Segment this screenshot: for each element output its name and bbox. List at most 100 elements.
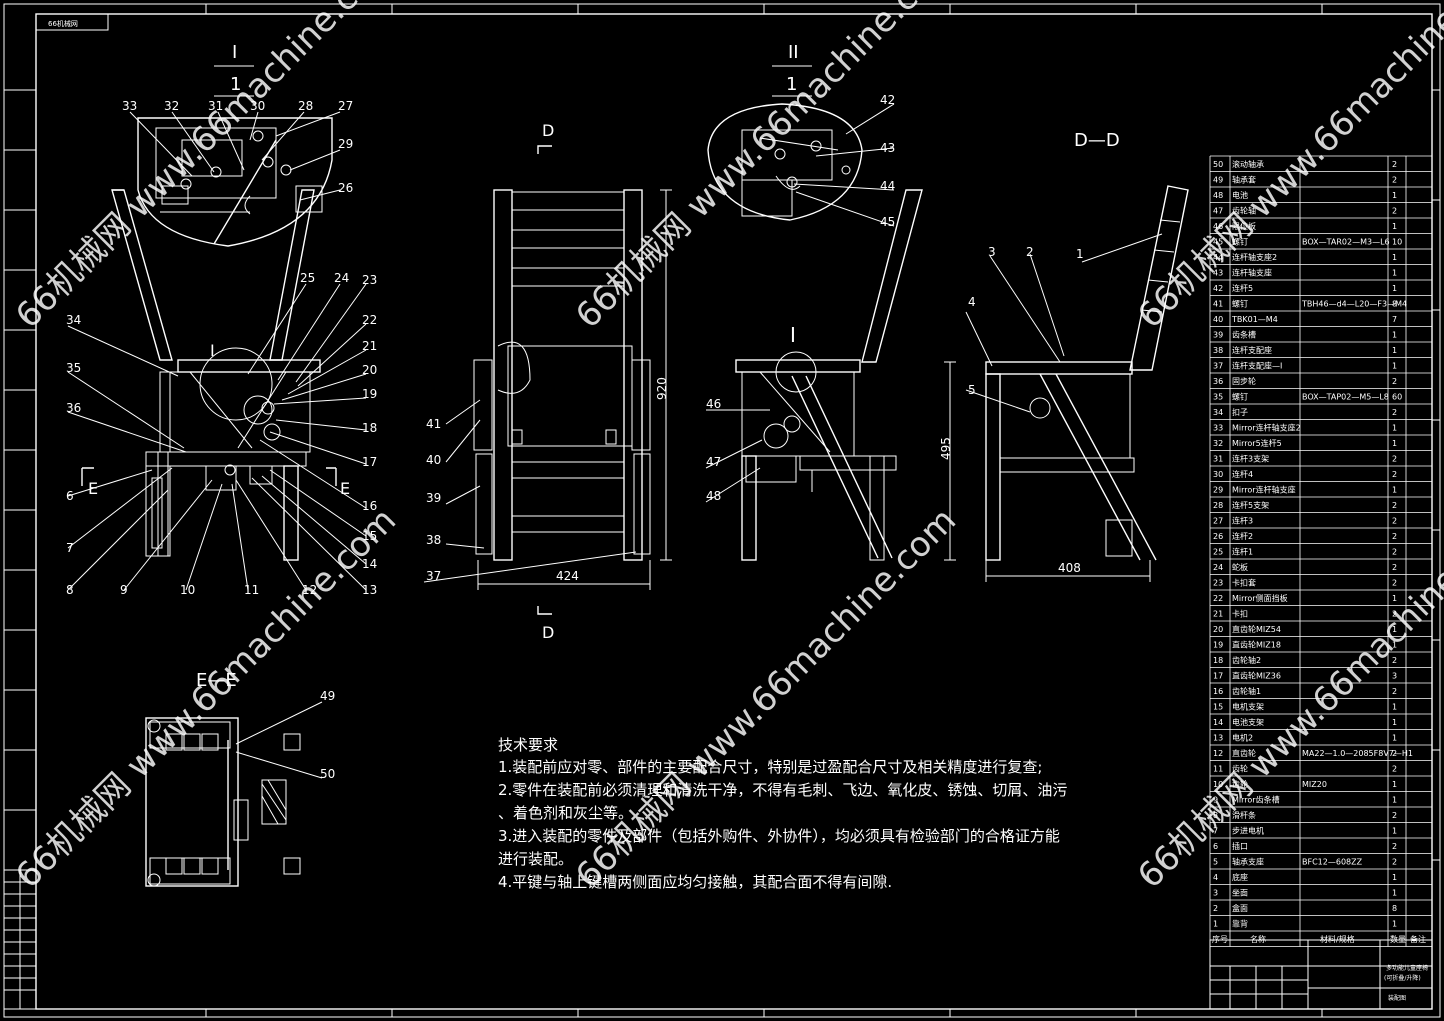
bom-row-qty: 1: [1392, 796, 1397, 805]
balloon-12: 12: [302, 583, 317, 597]
bom-row-name: 轴承支座: [1232, 857, 1264, 867]
balloon-40: 40: [426, 453, 441, 467]
bom-row-qty: 2: [1392, 563, 1397, 572]
balloon-21: 21: [362, 339, 377, 353]
bom-row-no: 50: [1213, 160, 1223, 169]
bom-row-name: 直齿轮MIZ54: [1232, 624, 1281, 634]
bom-row-qty: 1: [1392, 780, 1397, 789]
bom-row-qty: 2: [1392, 160, 1397, 169]
balloon-6: 6: [66, 489, 74, 503]
bom-row-qty: 1: [1392, 625, 1397, 634]
balloon-labels: 33 32 31 30 28 27 29 26 25 24 23 22 21 2…: [66, 93, 1084, 781]
view-DD-title: D—D: [1074, 130, 1120, 151]
balloon-5: 5: [968, 383, 976, 397]
bom-header-qty: 数量: [1390, 934, 1406, 944]
view-II-sub: 1: [786, 74, 797, 95]
bom-row-qty: 2: [1392, 579, 1397, 588]
balloon-10: 10: [180, 583, 195, 597]
bom-row-no: 22: [1213, 594, 1223, 603]
balloon-33: 33: [122, 99, 137, 113]
view-EE-title: E—E: [196, 670, 237, 691]
bom-row-qty: 1: [1392, 284, 1397, 293]
bom-header-remark: 备注: [1410, 934, 1426, 944]
bom-row-name: Mirror连杆轴支座2: [1232, 423, 1301, 433]
bom-row-no: 14: [1213, 718, 1223, 727]
dim-width-408: 408: [1058, 561, 1081, 575]
balloon-32: 32: [164, 99, 179, 113]
bom-row-qty: 2: [1392, 408, 1397, 417]
bom-row-no: 18: [1213, 656, 1223, 665]
balloon-29: 29: [338, 137, 353, 151]
bom-row-no: 43: [1213, 269, 1223, 278]
bom-row-no: 27: [1213, 517, 1223, 526]
bom-row-name: 连杆支配座: [1232, 345, 1272, 355]
bom-header-no: 序号: [1212, 934, 1228, 944]
bom-row-spec: BOX—TAR02—M3—L6: [1302, 238, 1390, 247]
front-view-left: [111, 189, 321, 561]
balloon-38: 38: [426, 533, 441, 547]
bom-row-qty: 10: [1392, 238, 1402, 247]
bom-row-qty: 2: [1392, 207, 1397, 216]
side-view-right: I: [735, 189, 923, 561]
balloon-20: 20: [362, 363, 377, 377]
bom-row-name: 齿轮轴: [1232, 206, 1256, 216]
bom-row-no: 1: [1213, 920, 1218, 929]
bom-row-name: 电池: [1232, 190, 1248, 200]
revision-grid: [3, 869, 37, 1010]
bom-row-qty: 2: [1392, 548, 1397, 557]
bom-row-qty: 2: [1392, 842, 1397, 851]
bom-row-no: 33: [1213, 424, 1223, 433]
title-block-subtitle: (可折叠/升降): [1384, 974, 1421, 982]
bom-row-name: 步进电机: [1232, 826, 1264, 836]
bom-row-name: 齿条槽: [1232, 330, 1256, 340]
balloon-24: 24: [334, 271, 349, 285]
tech-line-6: 4.平键与轴上键槽两侧面应均匀接触，其配合面不得有间隙.: [498, 873, 892, 891]
view-D-D: D—D 495 408: [939, 130, 1189, 582]
bom-row-name: Mirror侧面挡板: [1232, 593, 1288, 603]
bom-row-name: 滚动轴承: [1232, 159, 1264, 169]
balloon-49: 49: [320, 689, 335, 703]
bom-row-name: Mirror5连杆5: [1232, 438, 1282, 448]
bom-row-qty: 1: [1392, 191, 1397, 200]
bom-row-qty: 1: [1392, 703, 1397, 712]
dim-height-495: 495: [939, 437, 953, 460]
dim-width-424: 424: [556, 569, 579, 583]
bom-row-no: 41: [1213, 300, 1223, 309]
bom-row-name: 靠背: [1232, 919, 1248, 929]
bom-row-spec: MA22—1.0—2085F8V7—H1: [1302, 749, 1413, 758]
balloon-14: 14: [362, 557, 377, 571]
bom-row-no: 45: [1213, 238, 1223, 247]
bom-row-no: 26: [1213, 532, 1223, 541]
center-view: D 920 424 D: [473, 121, 672, 642]
view-D-bottom: D: [542, 623, 554, 642]
bom-row-qty: 1: [1392, 424, 1397, 433]
bom-row-no: 28: [1213, 501, 1223, 510]
bom-row-qty: 2: [1392, 377, 1397, 386]
bom-row-no: 30: [1213, 470, 1223, 479]
view-E-E: E—E: [145, 670, 301, 887]
bom-row-no: 5: [1213, 858, 1218, 867]
bom-row-name: 卡扣: [1232, 609, 1248, 619]
balloon-27: 27: [338, 99, 353, 113]
bom-row-no: 11: [1213, 765, 1223, 774]
watermark-1: 66机械网 www.66machine.com: [8, 0, 404, 336]
balloon-26: 26: [338, 181, 353, 195]
balloon-30: 30: [250, 99, 265, 113]
bom-row-no: 4: [1213, 873, 1218, 882]
balloon-43: 43: [880, 141, 895, 155]
bom-row-no: 35: [1213, 393, 1223, 402]
bom-row-qty: 1: [1392, 331, 1397, 340]
tech-line-5: 进行装配。: [498, 850, 573, 868]
bom-row-name: 连杆4: [1232, 469, 1253, 479]
bom-row-no: 47: [1213, 207, 1223, 216]
bom-row-qty: 1: [1392, 873, 1397, 882]
bom-row-qty: 2: [1392, 517, 1397, 526]
bom-row-name: 滑杆条: [1232, 810, 1256, 820]
balloon-2: 2: [1026, 245, 1034, 259]
bom-row-name: TBK01—M4: [1231, 315, 1278, 324]
bom-row-no: 37: [1213, 362, 1223, 371]
bom-row-name: 直齿轮: [1232, 748, 1256, 758]
bom-row-no: 39: [1213, 331, 1223, 340]
bom-row-name: 连杆3支架: [1232, 454, 1269, 464]
